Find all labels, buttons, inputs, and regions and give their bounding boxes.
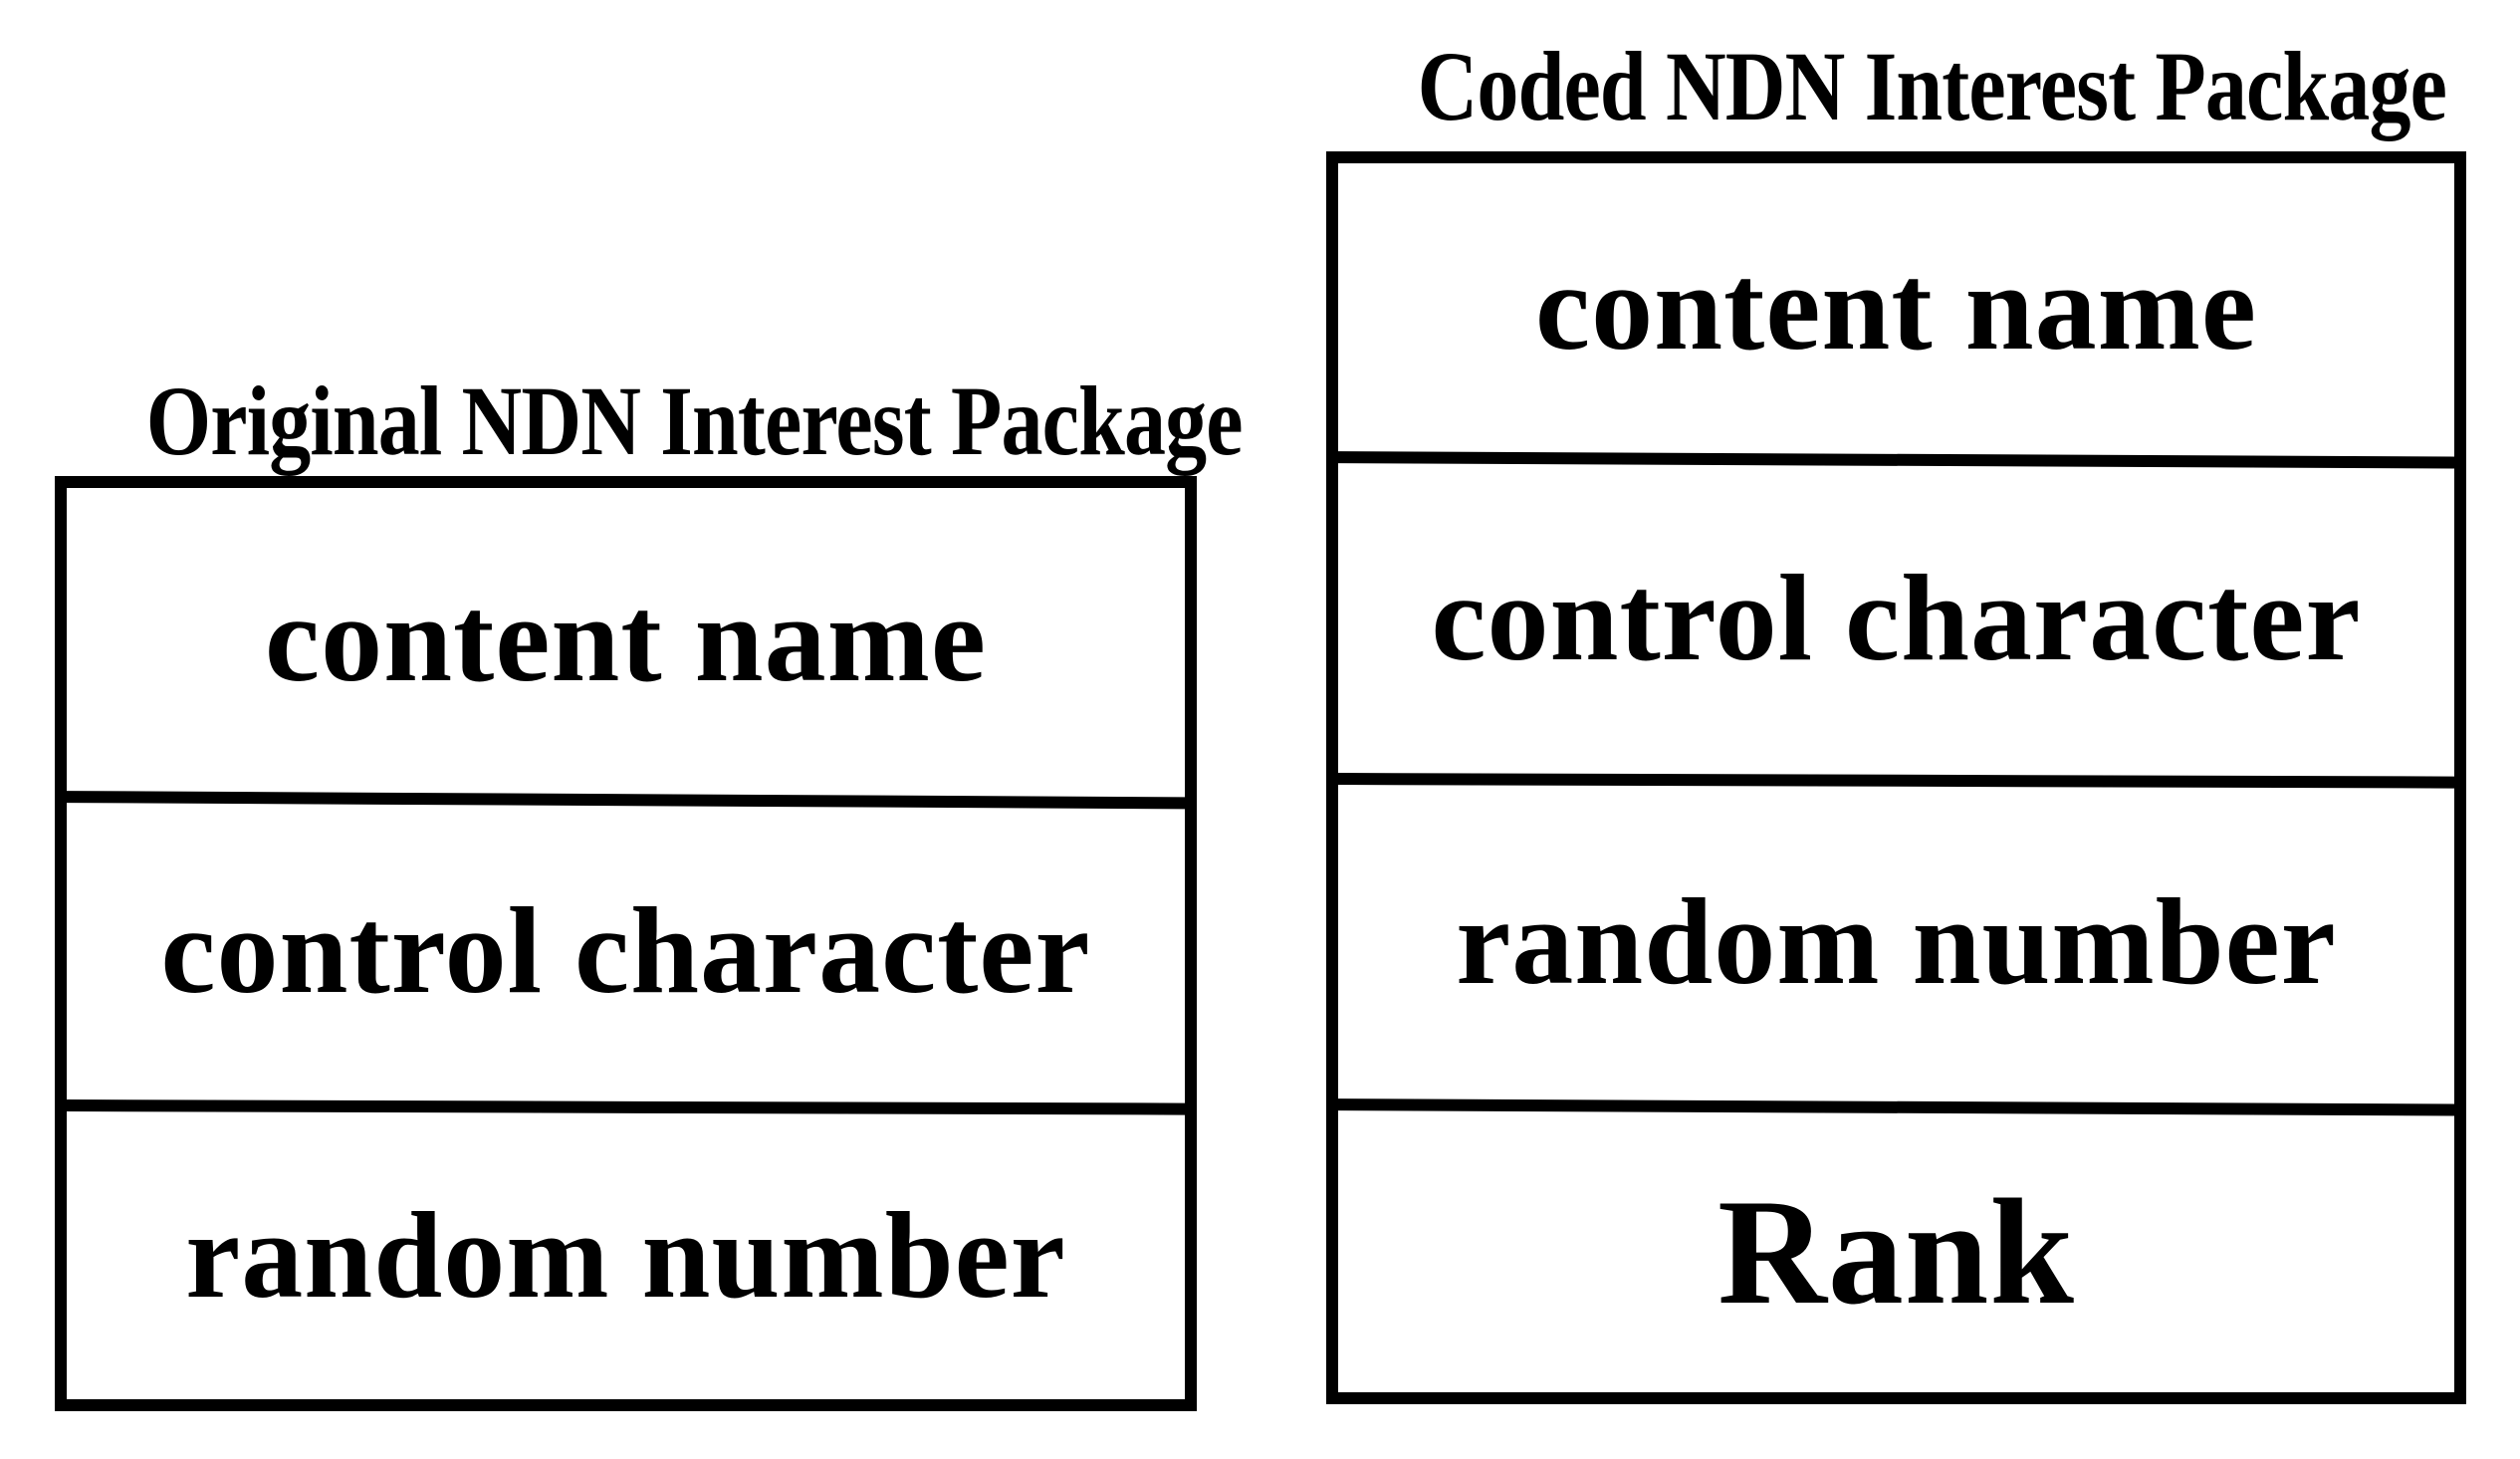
original-field-row: control character [67,803,1185,1099]
field-label: random number [185,1186,1066,1324]
original-package-title: Original NDN Interest Package [145,365,1244,476]
original-field-row: content name [67,488,1185,791]
field-label: content name [265,571,987,707]
coded-field-row: Rank [1338,1110,2454,1392]
coded-field-row: content name [1338,163,2454,451]
coded-field-row: random number [1338,785,2454,1098]
coded-package-title: Coded NDN Interest Package [1417,31,2447,141]
field-label: random number [1456,872,2337,1010]
coded-field-row: control character [1338,463,2454,773]
original-package-box: content name control character random nu… [55,476,1197,1411]
coded-package-box: content name control character random nu… [1326,151,2466,1404]
field-label: Rank [1718,1167,2075,1336]
original-field-row: random number [67,1111,1185,1399]
field-label: control character [1431,549,2362,686]
field-label: control character [160,882,1091,1019]
field-label: content name [1535,238,2257,375]
